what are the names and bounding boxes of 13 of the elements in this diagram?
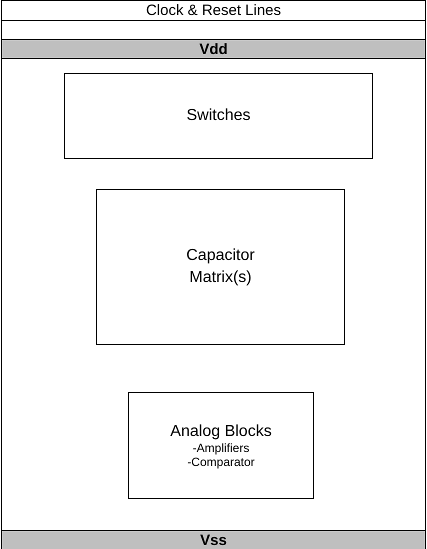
power-rail-band bbox=[1, 530, 426, 549]
block-box bbox=[64, 73, 373, 159]
block-label: Clock & Reset Lines bbox=[146, 2, 282, 19]
power-rail-band bbox=[1, 39, 426, 59]
block-box bbox=[128, 392, 314, 499]
block-label: Switches bbox=[186, 107, 251, 125]
list-item: -Comparator bbox=[187, 454, 255, 468]
block-label: Capacitor Matrix(s) bbox=[185, 246, 256, 288]
block-label: Analog Blocks bbox=[170, 422, 272, 440]
block-label: Vdd bbox=[199, 40, 228, 58]
block-label: Vss bbox=[200, 532, 227, 548]
block-box bbox=[96, 189, 345, 345]
list-item: -Amplifiers bbox=[192, 440, 250, 454]
